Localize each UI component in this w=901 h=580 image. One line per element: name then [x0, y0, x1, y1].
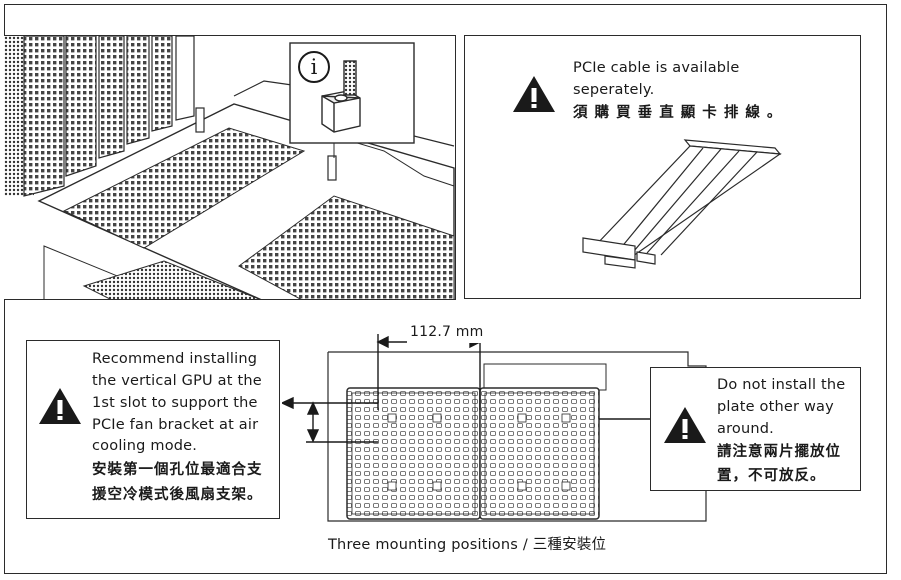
case-interior-drawing [4, 36, 455, 299]
gpu-slot-note-box [26, 340, 280, 519]
right-note-en-line3: around. [717, 421, 774, 437]
right-note-zh-line2: 置，不可放反。 [717, 468, 826, 484]
left-note-zh-line2: 援空冷模式後風扇支架。 [92, 487, 263, 503]
pcie-riser-cable-drawing [582, 139, 782, 269]
right-note-zh-line1: 請注意兩片擺放位 [717, 444, 841, 460]
warning-triangle-icon [39, 388, 81, 424]
mounting-plate-diagram [282, 334, 707, 522]
left-note-en-line3: 1st slot to support the [92, 395, 258, 411]
pcie-cable-note-box [464, 35, 861, 299]
dimension-label: 112.7 mm [407, 322, 487, 343]
right-note-en-line1: Do not install the [717, 377, 846, 393]
warning-triangle-icon [513, 76, 555, 112]
pcie-note-en-line1: PCIe cable is available [573, 60, 740, 76]
left-note-en-line1: Recommend installing [92, 351, 258, 367]
info-circle-icon: i [298, 51, 330, 83]
left-note-en-line2: the vertical GPU at the [92, 373, 262, 389]
left-note-zh-line1: 安裝第一個孔位最適合支 [92, 462, 263, 478]
figure-caption: Three mounting positions / 三種安裝位 [328, 537, 607, 553]
info-symbol: i [310, 55, 318, 79]
warning-triangle-icon [664, 407, 706, 443]
pcie-note-en-line2: seperately. [573, 82, 655, 98]
case-interior-illustration [4, 35, 456, 300]
left-note-en-line4: PCIe fan bracket at air [92, 417, 259, 433]
pcie-note-zh: 須 購 買 垂 直 顯 卡 排 線 。 [573, 105, 783, 121]
left-note-en-line5: cooling mode. [92, 438, 198, 454]
right-note-en-line2: plate other way [717, 399, 834, 415]
